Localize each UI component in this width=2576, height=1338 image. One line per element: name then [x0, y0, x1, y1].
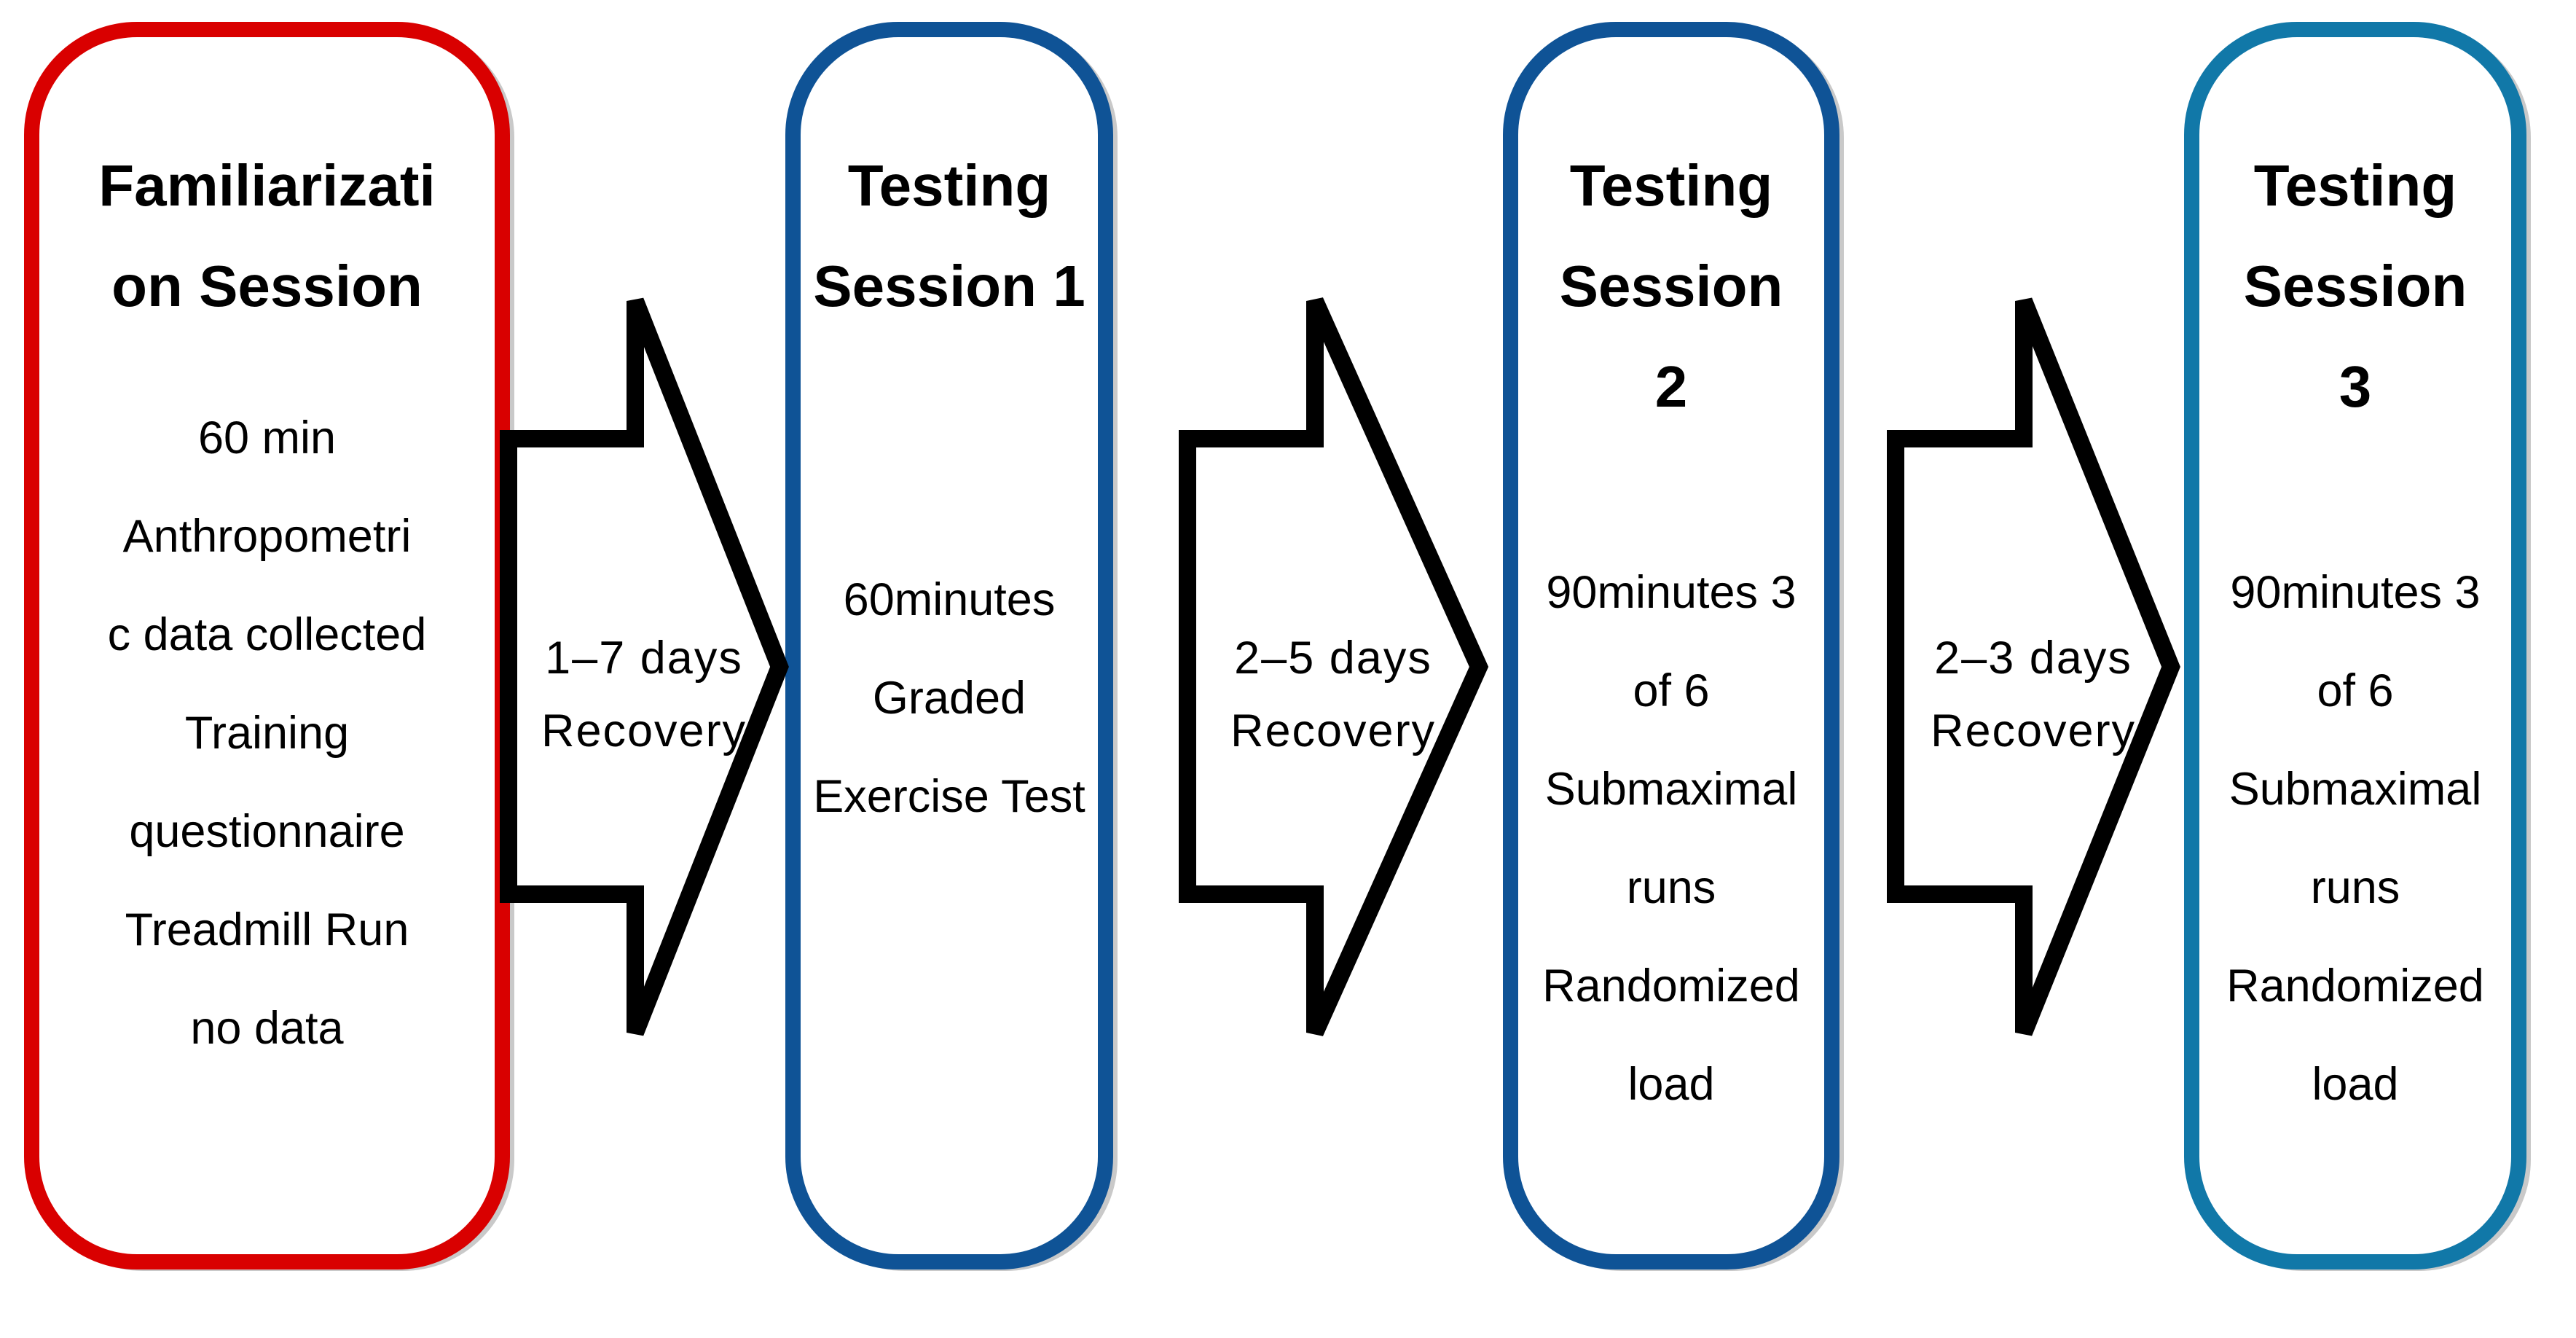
session-box-familiarization: Familiarizati on Session 60 min Anthropo…	[24, 22, 510, 1269]
box-body: 90minutes 3 of 6 Submaximal runs Randomi…	[2199, 544, 2511, 1134]
box-body-line: 90minutes 3	[1546, 567, 1796, 618]
arrow-label: 2–5 days Recovery	[1187, 622, 1479, 767]
box-body-line: Graded	[872, 673, 1026, 724]
box-title-line: Testing	[2253, 153, 2457, 218]
box-body-line: Exercise Test	[813, 771, 1085, 822]
right-block-arrow-icon	[1887, 297, 2180, 1036]
box-body-line: load	[2312, 1059, 2399, 1110]
box-body: 60 min Anthropometri c data collected Tr…	[39, 389, 495, 1078]
arrow-label: 2–3 days Recovery	[1896, 622, 2171, 767]
box-title: Testing Session 2	[1518, 136, 1824, 437]
box-body-line: 60 min	[197, 412, 337, 463]
box-body-line: of 6	[2317, 665, 2394, 716]
arrow-label-line: Recovery	[1230, 705, 1437, 756]
box-body-line: runs	[1626, 862, 1716, 913]
box-body-line: Randomized	[2226, 961, 2484, 1012]
session-box-testing-3: Testing Session 3 90minutes 3 of 6 Subma…	[2184, 22, 2526, 1269]
box-body-line: 90minutes 3	[2230, 567, 2481, 618]
box-body-line: Training	[184, 708, 350, 759]
box-body-line: Submaximal	[1544, 764, 1798, 815]
arrow-label-line: Recovery	[1930, 705, 2137, 756]
session-box-testing-1: Testing Session 1 60minutes Graded Exerc…	[785, 22, 1113, 1269]
arrow-label-line: 2–5 days	[1234, 633, 1432, 684]
box-body-line: 60minutes	[843, 574, 1056, 625]
arrow-label: 1–7 days Recovery	[508, 622, 780, 767]
box-body-line: questionnaire	[129, 806, 405, 857]
box-title-line: Session	[2243, 254, 2467, 318]
box-body-line: Randomized	[1542, 961, 1800, 1012]
right-block-arrow-icon	[1179, 297, 1489, 1036]
box-body: 60minutes Graded Exercise Test	[801, 551, 1098, 846]
box-title: Testing Session 3	[2199, 136, 2511, 437]
box-body-line: Submaximal	[2229, 764, 2482, 815]
right-block-arrow-icon	[500, 297, 789, 1036]
box-title-line: Session 1	[813, 254, 1085, 318]
session-box-testing-2: Testing Session 2 90minutes 3 of 6 Subma…	[1503, 22, 1839, 1269]
box-body-line: c data collected	[107, 609, 427, 660]
box-body-line: Treadmill Run	[125, 904, 409, 955]
box-body: 90minutes 3 of 6 Submaximal runs Randomi…	[1518, 544, 1824, 1134]
box-title: Testing Session 1	[801, 136, 1098, 337]
box-title-line: 3	[2339, 354, 2372, 419]
arrow-label-line: 2–3 days	[1934, 633, 2132, 684]
box-body-line: Anthropometri	[122, 511, 412, 562]
arrow-label-line: Recovery	[541, 705, 747, 756]
box-title-line: Familiarizati	[98, 153, 436, 218]
box-title-line: on Session	[111, 254, 423, 318]
arrow-label-line: 1–7 days	[545, 633, 743, 684]
box-title-line: 2	[1654, 354, 1688, 419]
box-title-line: Testing	[847, 153, 1051, 218]
box-title-line: Testing	[1569, 153, 1773, 218]
box-title: Familiarizati on Session	[39, 136, 495, 337]
box-body-line: runs	[2310, 862, 2400, 913]
box-body-line: no data	[190, 1003, 344, 1054]
box-body-line: load	[1627, 1059, 1715, 1110]
box-body-line: of 6	[1633, 665, 1710, 716]
box-title-line: Session	[1559, 254, 1783, 318]
